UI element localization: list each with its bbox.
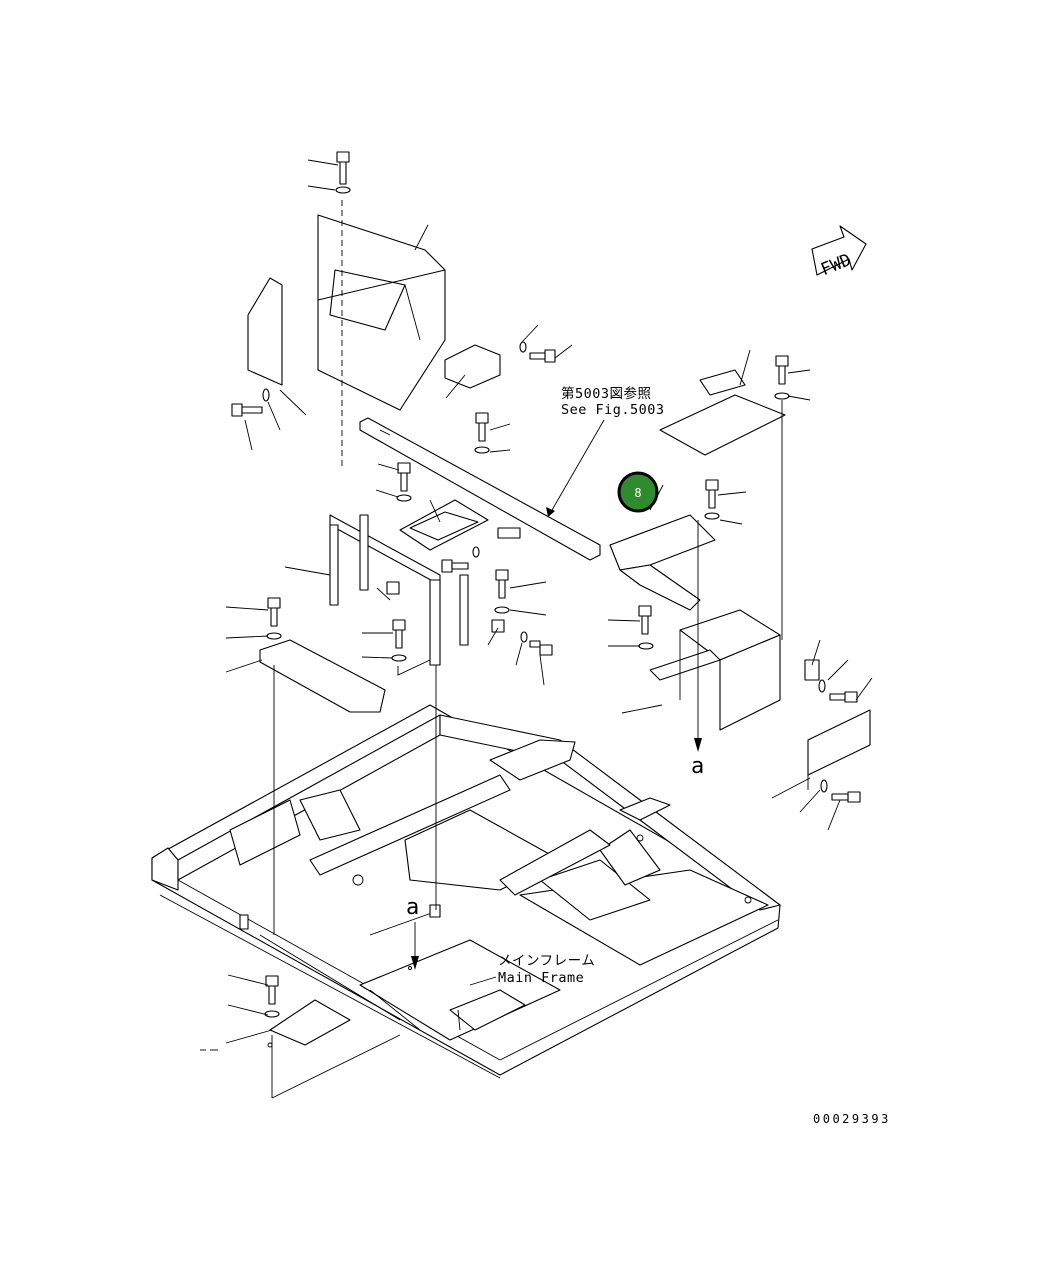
- part-callout-8[interactable]: 8: [617, 471, 659, 513]
- bolt-icon: [267, 597, 281, 627]
- bolt-icon: [829, 691, 858, 703]
- nut-icon: [386, 581, 400, 595]
- main-frame-label-jp: メインフレーム: [498, 953, 595, 969]
- washer-icon: [262, 388, 270, 402]
- view-marker-center: a: [406, 895, 419, 920]
- upper-right-plate: [659, 369, 786, 456]
- bolt-icon: [441, 559, 469, 573]
- bolt-icon: [397, 462, 411, 492]
- bolt-icon: [705, 479, 719, 509]
- washer-icon: [396, 494, 412, 502]
- washer-icon: [820, 779, 828, 793]
- washer-icon: [472, 546, 480, 558]
- washer-icon: [638, 642, 654, 650]
- bolt-icon: [638, 605, 652, 635]
- bracket-assembly: [259, 499, 489, 713]
- bolt-icon: [231, 403, 263, 417]
- bolt-icon: [529, 349, 556, 363]
- duct-part-8: [609, 514, 716, 611]
- bolt-icon: [495, 569, 509, 599]
- washer-icon: [474, 446, 490, 454]
- fwd-direction-arrow: FWD: [811, 225, 867, 280]
- bolt-icon: [265, 975, 279, 1005]
- nut-icon: [497, 527, 521, 539]
- bolt-icon: [475, 412, 489, 442]
- drawing-number: 00029393: [813, 1112, 891, 1126]
- main-frame-label-en: Main Frame: [498, 970, 584, 986]
- washer-icon: [391, 654, 407, 662]
- view-marker-right: a: [691, 754, 704, 779]
- washer-icon: [494, 606, 510, 614]
- washer-icon: [519, 341, 527, 353]
- washer-icon: [335, 186, 351, 194]
- bolt-icon: [392, 619, 406, 649]
- main-frame: [151, 704, 781, 1079]
- washer-icon: [704, 512, 720, 520]
- reference-note-jp: 第5003図参照: [561, 385, 652, 402]
- bolt-icon: [775, 355, 789, 385]
- bolt-icon: [336, 151, 350, 185]
- washer-icon: [774, 392, 790, 400]
- washer-icon: [818, 679, 826, 693]
- nut-icon: [491, 619, 505, 633]
- washer-icon: [266, 632, 282, 640]
- bottom-left-plate: [269, 999, 351, 1046]
- leader-lines: [200, 159, 873, 1099]
- support-rail: [359, 417, 601, 561]
- bolt-icon: [529, 640, 553, 656]
- bolt-icon: [831, 791, 861, 803]
- callout-number: 8: [634, 486, 641, 500]
- nut-icon: [804, 659, 820, 681]
- washer-icon: [264, 1010, 280, 1018]
- washer-icon: [520, 631, 528, 643]
- upper-left-cover: [247, 214, 501, 411]
- reference-note-en: See Fig.5003: [561, 402, 665, 418]
- right-box-frame: [649, 609, 871, 776]
